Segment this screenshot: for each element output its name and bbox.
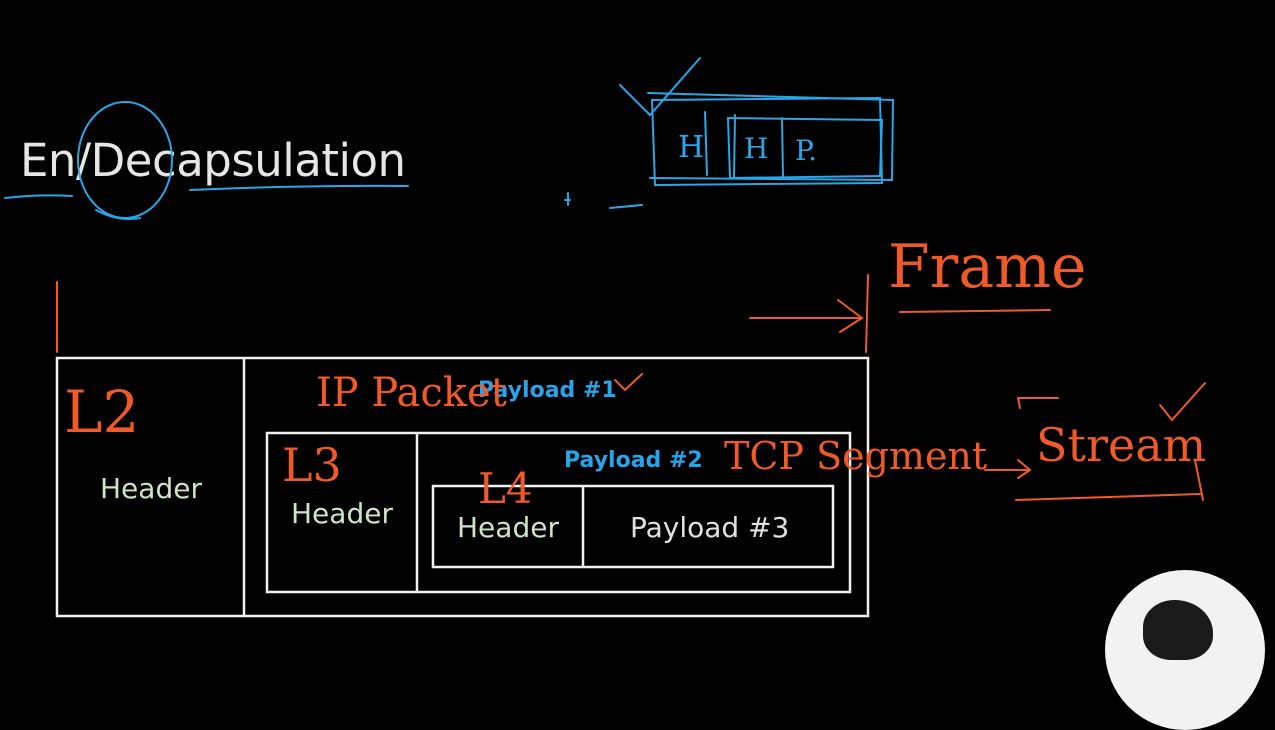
sketch-payload-p: P. xyxy=(795,134,818,167)
encapsulation-diagram xyxy=(4,57,1206,618)
l4-segment-box xyxy=(431,484,835,569)
stream-bracket xyxy=(1017,397,1059,409)
l3-annotation: L3 xyxy=(282,438,342,492)
l2-frame-box xyxy=(55,356,870,618)
l3-packet-box xyxy=(265,431,852,594)
sketch-header-h: H xyxy=(678,130,705,165)
l4-annotation: L4 xyxy=(478,464,533,513)
blue-ink-annotations xyxy=(4,57,895,220)
tail-stroke xyxy=(95,209,141,220)
sketch-inner-box xyxy=(726,116,884,180)
sketch-outer-box-2 xyxy=(647,92,895,182)
sketch-tick-2 xyxy=(609,204,643,209)
payload-2-label: Payload #2 xyxy=(564,448,703,473)
frame-bracket xyxy=(865,274,869,353)
l4-header-label: Header xyxy=(457,511,559,544)
sketch-outer-box xyxy=(650,96,884,187)
underline-capsulation xyxy=(189,184,409,191)
stream-annotation: Stream xyxy=(1036,418,1207,472)
sketch-tick-1 xyxy=(564,192,571,206)
tcp-segment-annotation: TCP Segment xyxy=(724,434,988,478)
underline-en xyxy=(4,194,73,199)
l2-header-label: Header xyxy=(100,472,202,505)
payload-1-label: Payload #1 xyxy=(478,378,617,403)
slide-title: En/Decapsulation xyxy=(20,134,406,187)
frame-annotation: Frame xyxy=(888,232,1087,302)
frame-underline xyxy=(899,309,1051,313)
segment-arrow xyxy=(984,459,1032,479)
stream-check xyxy=(1159,382,1206,422)
l2-annotation: L2 xyxy=(64,378,140,446)
sketch-divider-3 xyxy=(781,117,784,178)
orange-ink-annotations xyxy=(56,274,1206,501)
slide-canvas: En/Decapsulation xyxy=(4,57,1265,730)
sketch-divider-2 xyxy=(733,114,736,178)
frame-arrow xyxy=(749,299,864,333)
sketch-divider-1 xyxy=(704,111,708,176)
sketch-checkmark xyxy=(619,57,701,117)
circle-highlight xyxy=(77,101,173,219)
sketch-inner-h: H xyxy=(744,132,769,165)
presenter-hair-shape xyxy=(1143,600,1213,660)
payload-3-label: Payload #3 xyxy=(630,511,790,544)
ip-packet-annotation: IP Packet xyxy=(316,370,507,416)
payload1-check xyxy=(614,373,643,392)
presenter-avatar xyxy=(1105,570,1265,730)
l3-header-label: Header xyxy=(291,497,393,530)
stream-bracket-right xyxy=(1194,459,1204,501)
stream-underline xyxy=(1015,493,1201,501)
